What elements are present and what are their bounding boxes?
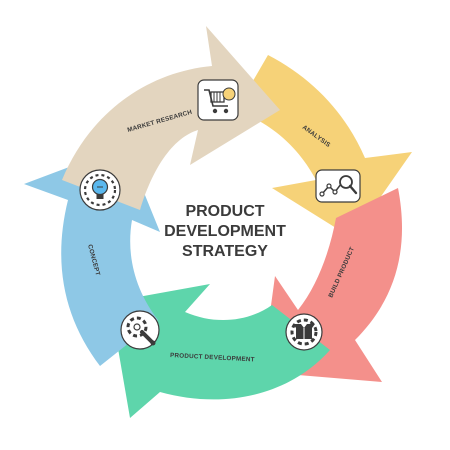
wrench-gear-icon xyxy=(120,310,160,350)
page-title: PRODUCT DEVELOPMENT STRATEGY xyxy=(140,202,310,262)
shopping-cart-icon xyxy=(197,79,239,121)
segment-product-development xyxy=(110,284,330,418)
magnifier-chart-icon xyxy=(315,169,361,203)
title-line-2: DEVELOPMENT xyxy=(164,223,286,240)
segment-market-research xyxy=(62,26,280,210)
gear-box-icon xyxy=(285,313,323,351)
title-line-3: STRATEGY xyxy=(182,243,268,260)
segment-analysis xyxy=(236,55,412,238)
lightbulb-gear-icon xyxy=(79,169,121,211)
title-line-1: PRODUCT xyxy=(185,203,265,220)
label-product-development: PRODUCT DEVELOPMENT xyxy=(170,352,255,363)
